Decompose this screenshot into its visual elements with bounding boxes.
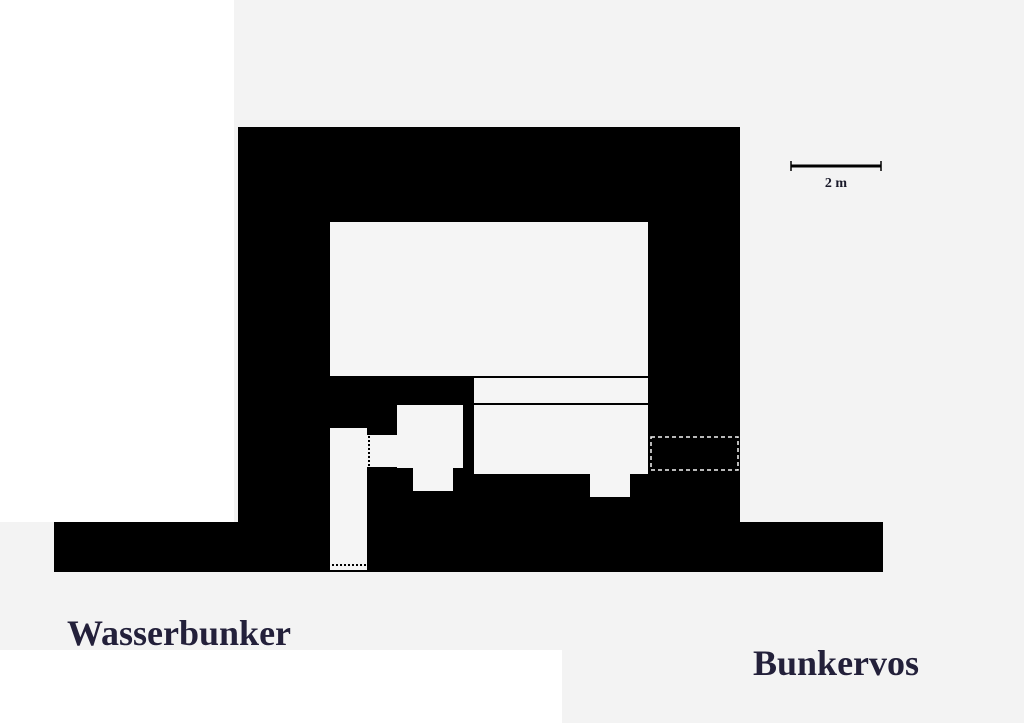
diagram-title: Wasserbunker xyxy=(67,613,292,653)
blank-patch-bottom xyxy=(0,650,562,723)
small-room xyxy=(397,405,463,491)
small-opening-left xyxy=(367,435,397,467)
entrance-corridor xyxy=(330,428,367,570)
site-name: Bunkervos xyxy=(753,643,920,683)
basin-room xyxy=(474,378,648,497)
dashed-wall-opening xyxy=(650,436,739,471)
main-chamber xyxy=(330,222,648,376)
blank-patch-left xyxy=(0,0,234,522)
scale-bar-label: 2 m xyxy=(824,176,848,191)
foundation-base xyxy=(54,522,883,572)
